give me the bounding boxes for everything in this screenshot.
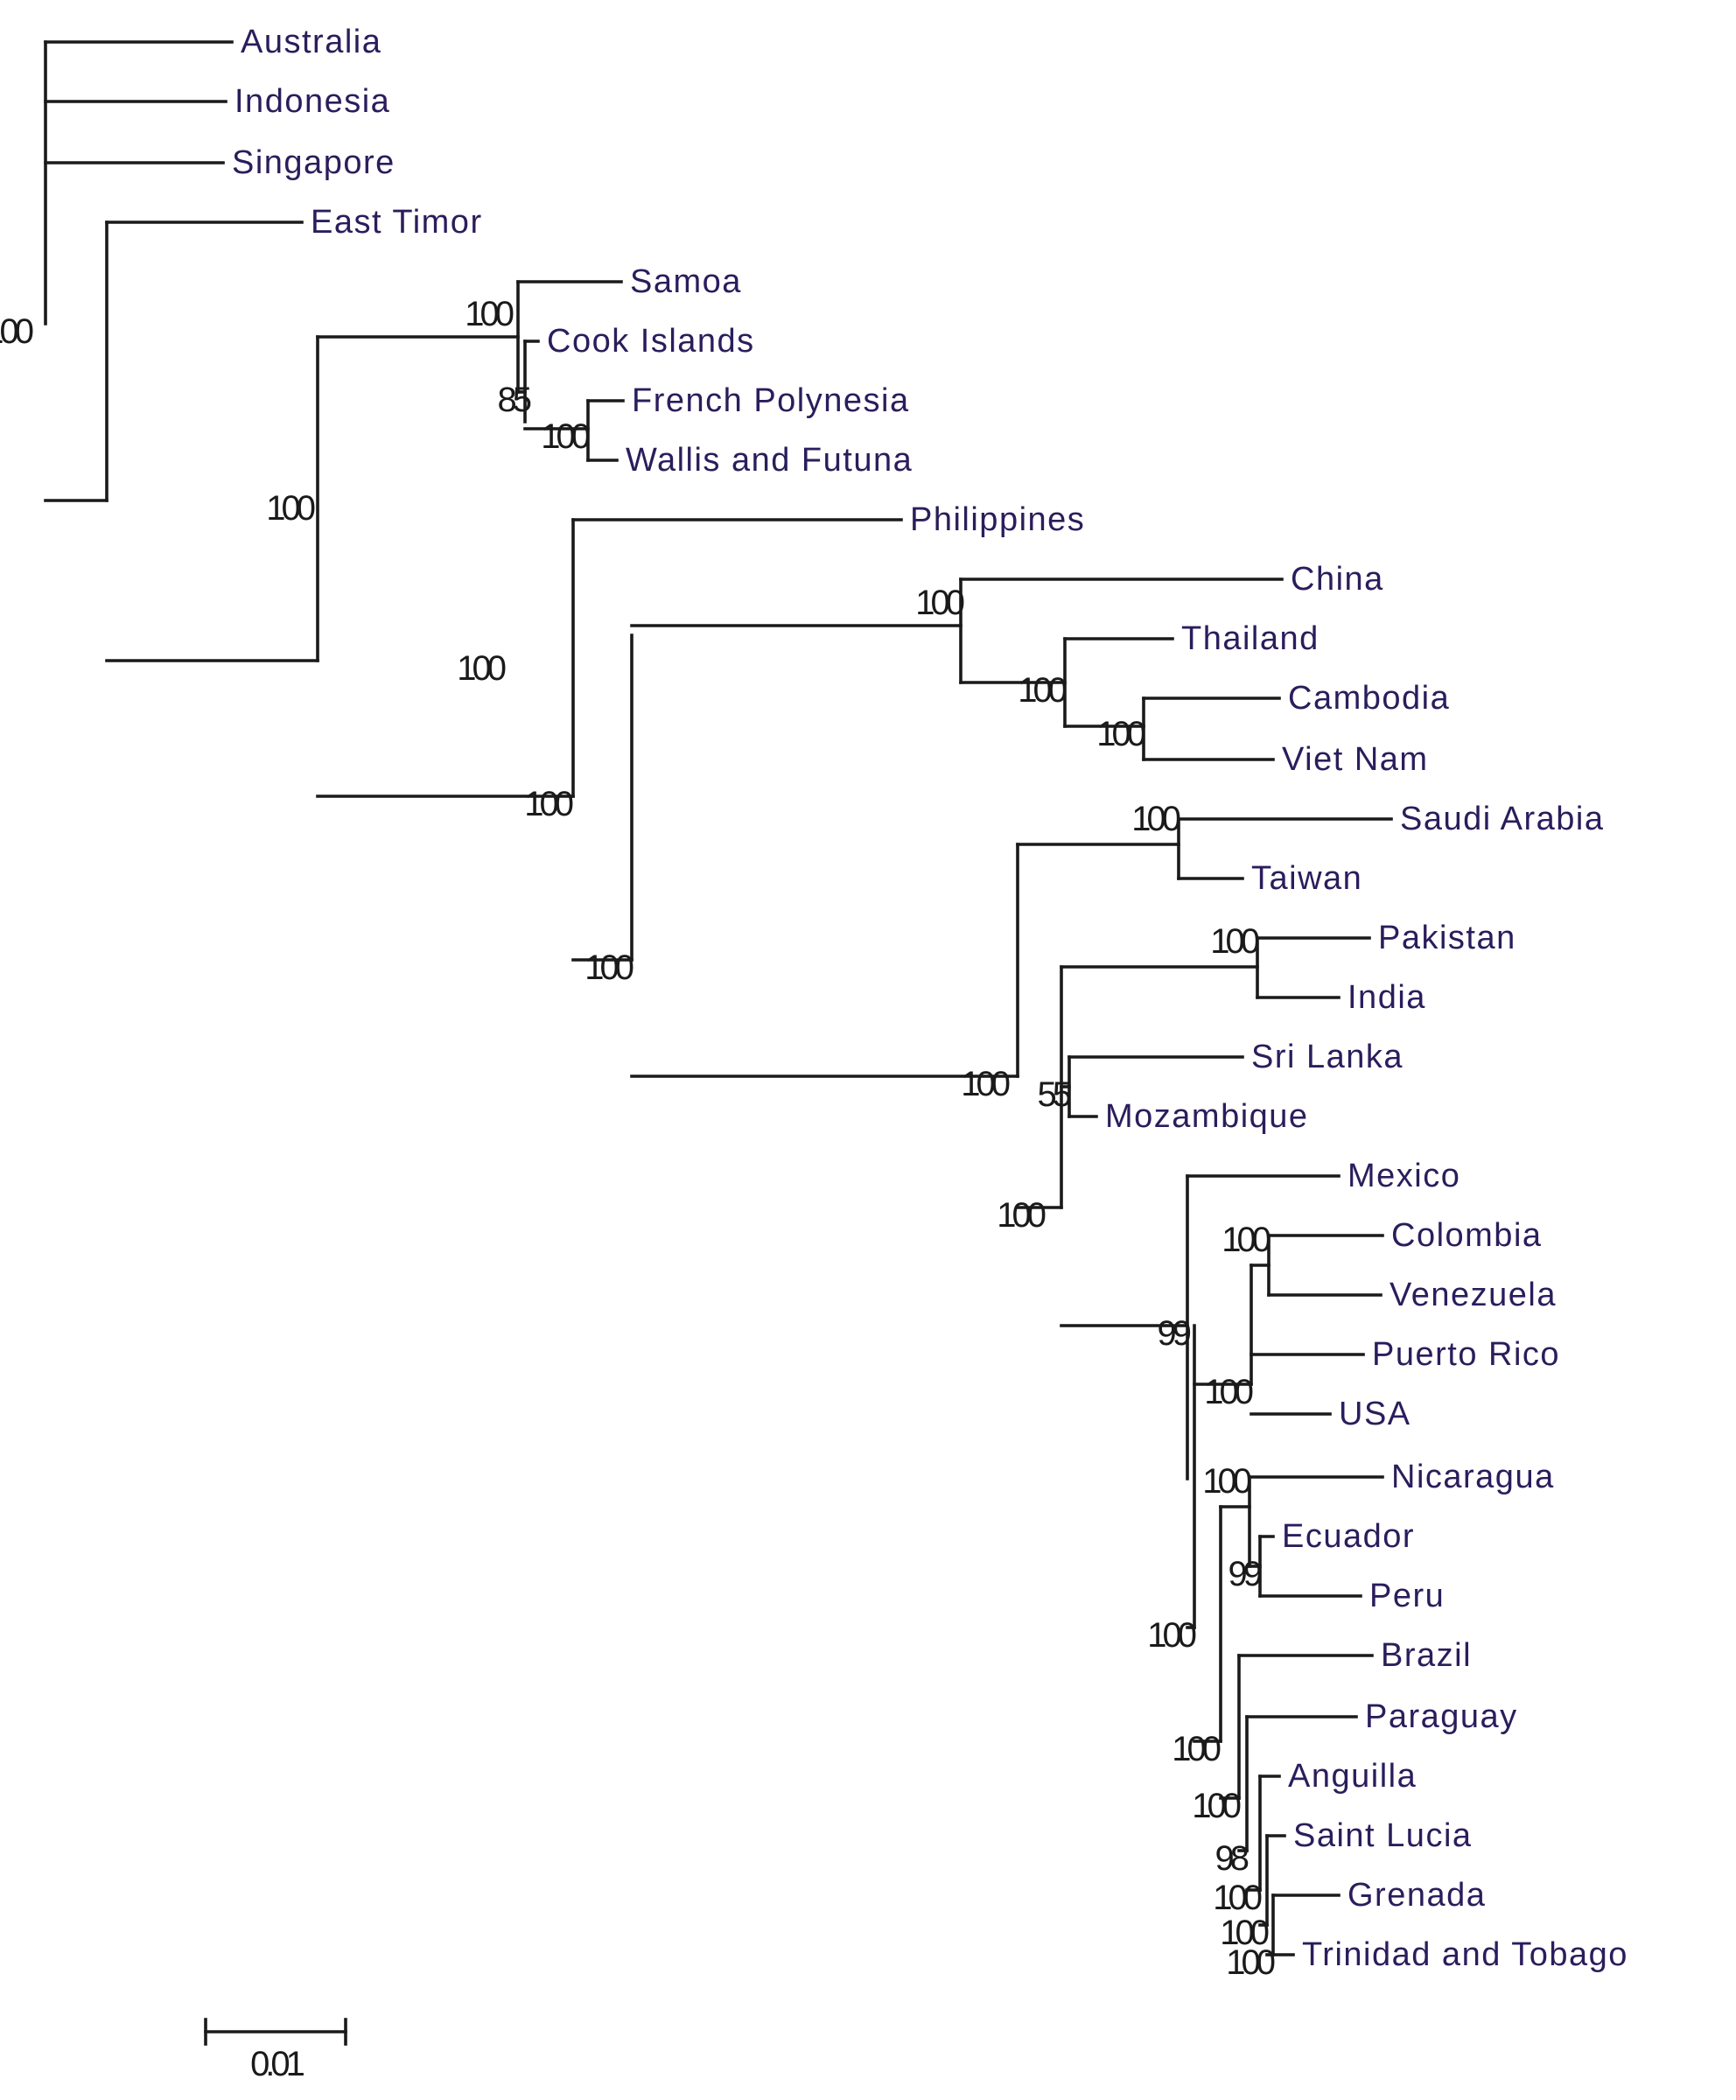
support-value-n24: 98	[1215, 1839, 1249, 1878]
scale-bar-label: 0.01	[250, 2045, 304, 2083]
taxon-label-india: India	[1348, 979, 1426, 1016]
taxon-label-thailand: Thailand	[1181, 620, 1320, 657]
taxon-label-brazil: Brazil	[1381, 1637, 1472, 1674]
support-value-n16: 99	[1158, 1314, 1191, 1353]
taxon-label-paraguay: Paraguay	[1365, 1698, 1518, 1735]
support-value-n21: 100	[1202, 1462, 1250, 1501]
support-value-n14: 55	[1038, 1075, 1071, 1114]
taxon-label-puerto-rico: Puerto Rico	[1372, 1336, 1560, 1373]
taxon-label-cambodia: Cambodia	[1288, 680, 1450, 717]
support-value-n20: 100	[1172, 1730, 1220, 1768]
taxon-label-wallis-and-futuna: Wallis and Futuna	[626, 442, 913, 479]
support-value-n10: 100	[1096, 715, 1144, 753]
support-value-n15: 100	[997, 1196, 1045, 1235]
support-value-n17: 100	[1147, 1616, 1195, 1655]
support-value-n26: 100	[1220, 1914, 1268, 1952]
support-value-n25: 100	[1213, 1879, 1261, 1917]
taxon-label-french-polynesia: French Polynesia	[632, 382, 910, 419]
support-value-n18: 100	[1222, 1221, 1270, 1259]
support-value-n19: 100	[1204, 1373, 1252, 1411]
taxon-label-trinidad-and-tobago: Trinidad and Tobago	[1302, 1936, 1628, 1973]
support-value-n8: 100	[915, 584, 963, 622]
taxon-label-taiwan: Taiwan	[1251, 860, 1362, 897]
support-value-n27: 100	[1226, 1943, 1274, 1982]
support-value-n3: 100	[465, 295, 513, 333]
taxon-label-saint-lucia: Saint Lucia	[1293, 1817, 1473, 1854]
support-value-n1: 100	[266, 489, 314, 528]
support-value-n7: 100	[584, 948, 633, 987]
taxon-label-australia: Australia	[241, 24, 382, 60]
taxon-label-samoa: Samoa	[630, 263, 742, 300]
taxon-label-singapore: Singapore	[232, 144, 396, 181]
support-value-n5: 100	[541, 417, 589, 456]
taxon-label-viet-nam: Viet Nam	[1282, 741, 1429, 778]
taxon-label-ecuador: Ecuador	[1282, 1518, 1415, 1555]
support-value-n11: 100	[961, 1065, 1009, 1103]
taxon-label-philippines: Philippines	[910, 501, 1085, 538]
support-value-n22: 99	[1228, 1555, 1262, 1593]
support-value-n4: 85	[498, 381, 531, 419]
taxon-label-indonesia: Indonesia	[234, 83, 390, 120]
taxon-label-sri-lanka: Sri Lanka	[1251, 1039, 1404, 1075]
taxon-label-east-timor: East Timor	[311, 204, 483, 241]
taxon-label-mozambique: Mozambique	[1105, 1098, 1309, 1135]
taxon-label-grenada: Grenada	[1348, 1877, 1486, 1914]
support-value-n2: 100	[457, 649, 505, 688]
taxon-label-colombia: Colombia	[1391, 1217, 1543, 1254]
taxon-label-peru: Peru	[1369, 1578, 1445, 1614]
support-value-r: 100	[0, 312, 33, 351]
support-value-n23: 100	[1192, 1787, 1240, 1825]
taxon-label-china: China	[1291, 561, 1384, 598]
taxon-label-cook-islands: Cook Islands	[547, 323, 755, 360]
support-value-n12: 100	[1131, 800, 1180, 838]
support-value-n13: 100	[1210, 922, 1258, 961]
support-value-n9: 100	[1018, 671, 1066, 710]
taxon-label-venezuela: Venezuela	[1390, 1277, 1557, 1313]
taxon-label-mexico: Mexico	[1348, 1158, 1460, 1194]
taxon-label-pakistan: Pakistan	[1378, 920, 1516, 956]
taxon-label-anguilla: Anguilla	[1288, 1758, 1417, 1795]
support-value-n6: 100	[524, 785, 572, 823]
taxon-label-saudi-arabia: Saudi Arabia	[1400, 801, 1605, 837]
taxon-label-nicaragua: Nicaragua	[1391, 1459, 1555, 1495]
taxon-label-usa: USA	[1339, 1396, 1411, 1432]
